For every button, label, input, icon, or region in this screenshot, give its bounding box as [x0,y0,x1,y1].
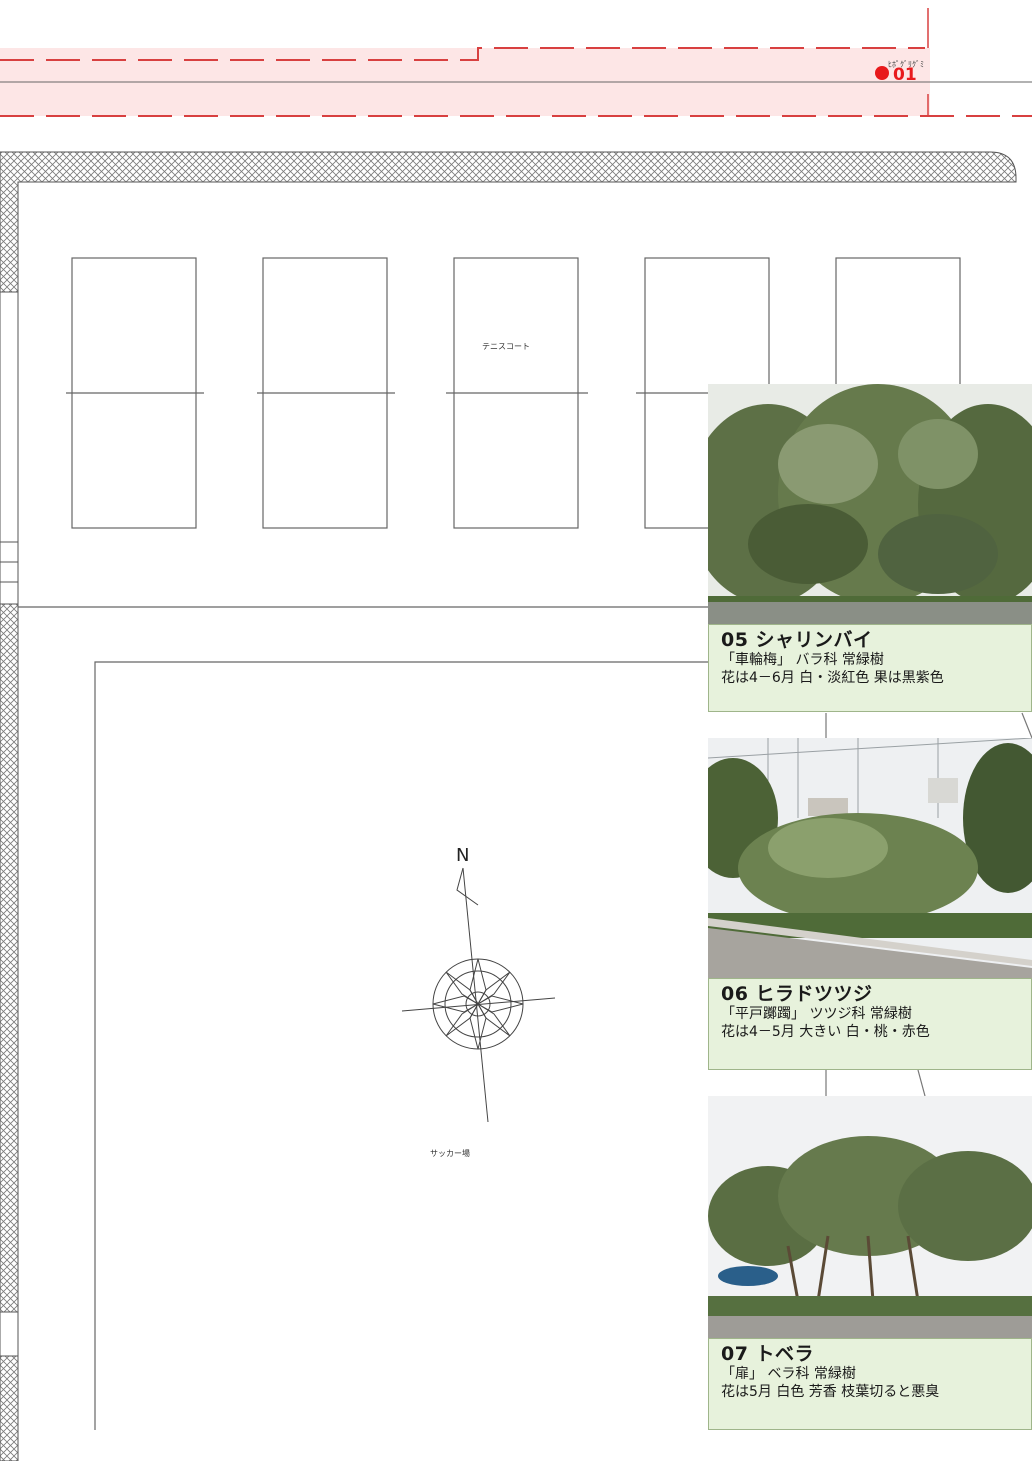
plant-photo [708,384,1032,624]
plant-photo [708,738,1032,978]
plant-flower-info: 花は4－5月 大きい 白・桃・赤色 [721,1024,930,1040]
plant-card-06[interactable]: 06 ヒラドツツジ 「平戸躑躅」 ツツジ科 常緑樹 花は4－5月 大きい 白・桃… [708,738,1032,1070]
plant-flower-info: 花は5月 白色 芳香 枝葉切ると悪臭 [721,1384,940,1400]
tennis-court [257,257,395,529]
plant-name-family: 「車輪梅」 バラ科 常緑樹 [721,652,884,668]
north-label: N [456,845,469,866]
tennis-court [446,257,588,529]
plant-flower-info: 花は4－6月 白・淡紅色 果は黒紫色 [721,670,944,686]
plant-title: 07 トベラ [721,1343,815,1365]
plant-card-05[interactable]: 05 シャリンバイ 「車輪梅」 バラ科 常緑樹 花は4－6月 白・淡紅色 果は黒… [708,384,1032,712]
plant-caption: 05 シャリンバイ 「車輪梅」 バラ科 常緑樹 花は4－6月 白・淡紅色 果は黒… [708,624,1032,712]
plant-caption: 06 ヒラドツツジ 「平戸躑躅」 ツツジ科 常緑樹 花は4－5月 大きい 白・桃… [708,978,1032,1070]
plant-name-family: 「扉」 ベラ科 常緑樹 [721,1366,856,1382]
plant-caption: 07 トベラ 「扉」 ベラ科 常緑樹 花は5月 白色 芳香 枝葉切ると悪臭 [708,1338,1032,1430]
plant-marker-01[interactable]: 01 ﾋﾎﾟｸﾞﾘｸﾞﾐ [875,60,924,85]
boundary-wall [0,151,1017,1461]
road-strip [0,8,1032,117]
tennis-court [66,257,204,529]
soccer-field-label: サッカー場 [430,1148,470,1158]
plant-title: 06 ヒラドツツジ [721,983,873,1005]
plant-title: 05 シャリンバイ [721,629,873,651]
plant-name-family: 「平戸躑躅」 ツツジ科 常緑樹 [721,1006,912,1022]
tennis-court-label: テニスコート [482,342,530,351]
marker-plant-label: ﾋﾎﾟｸﾞﾘｸﾞﾐ [888,60,924,69]
plant-card-07[interactable]: 07 トベラ 「扉」 ベラ科 常緑樹 花は5月 白色 芳香 枝葉切ると悪臭 [708,1096,1032,1430]
marker-label: 01 [893,65,917,85]
leader-lines [825,712,1032,1097]
compass-icon [401,867,556,1123]
plant-photo [708,1096,1032,1338]
